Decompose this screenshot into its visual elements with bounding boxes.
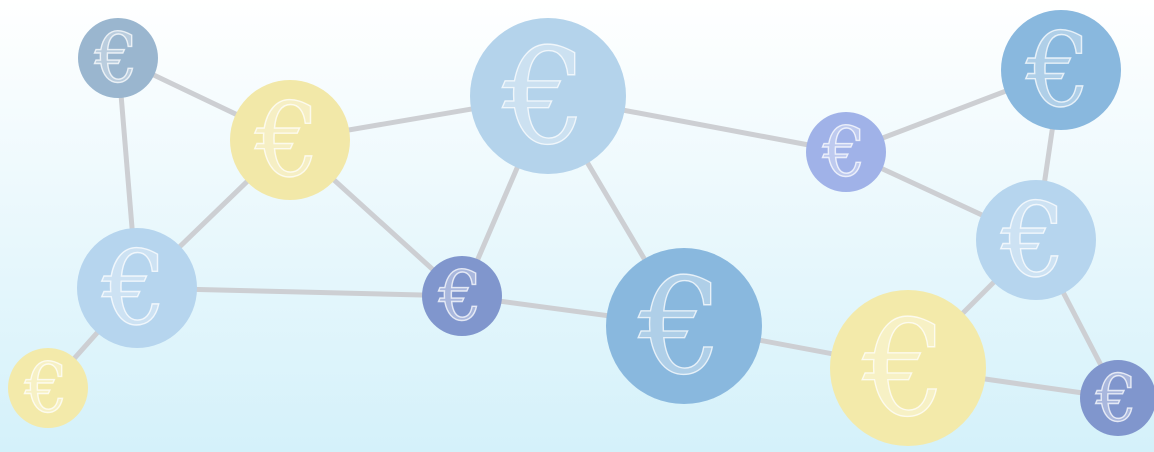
euro-coin-node: € [830, 290, 986, 447]
coin-circle [422, 256, 502, 336]
coin-circle [1080, 360, 1154, 436]
euro-coin-node: € [8, 348, 88, 429]
euro-sign-icon: € [101, 230, 167, 349]
coin-circle [806, 112, 886, 192]
euro-sign-icon: € [822, 113, 866, 192]
coin-circle [78, 18, 158, 98]
nodes-layer: € € € € € € € € € € € € [8, 10, 1154, 447]
coin-circle [976, 180, 1096, 300]
euro-sign-icon: € [24, 349, 68, 428]
euro-coin-node: € [77, 228, 197, 349]
euro-sign-icon: € [638, 251, 723, 405]
euro-sign-icon: € [94, 19, 138, 98]
euro-sign-icon: € [1000, 182, 1066, 301]
coin-circle [470, 18, 626, 174]
coin-circle [606, 248, 762, 404]
euro-coin-node: € [806, 112, 886, 193]
euro-coin-node: € [230, 80, 350, 201]
euro-coin-node: € [606, 248, 762, 405]
euro-coin-node: € [1080, 360, 1154, 437]
euro-sign-icon: € [502, 21, 587, 175]
euro-sign-icon: € [438, 257, 482, 336]
euro-sign-icon: € [254, 82, 320, 201]
euro-sign-icon: € [1025, 12, 1091, 131]
euro-sign-icon: € [862, 293, 947, 447]
euro-coin-node: € [422, 256, 502, 337]
coin-circle [830, 290, 986, 446]
euro-coin-node: € [976, 180, 1096, 301]
euro-sign-icon: € [1095, 361, 1137, 436]
coin-circle [8, 348, 88, 428]
euro-coin-node: € [78, 18, 158, 99]
euro-coin-node: € [1001, 10, 1121, 131]
coin-circle [230, 80, 350, 200]
coin-circle [1001, 10, 1121, 130]
coin-circle [77, 228, 197, 348]
euro-coin-node: € [470, 18, 626, 175]
